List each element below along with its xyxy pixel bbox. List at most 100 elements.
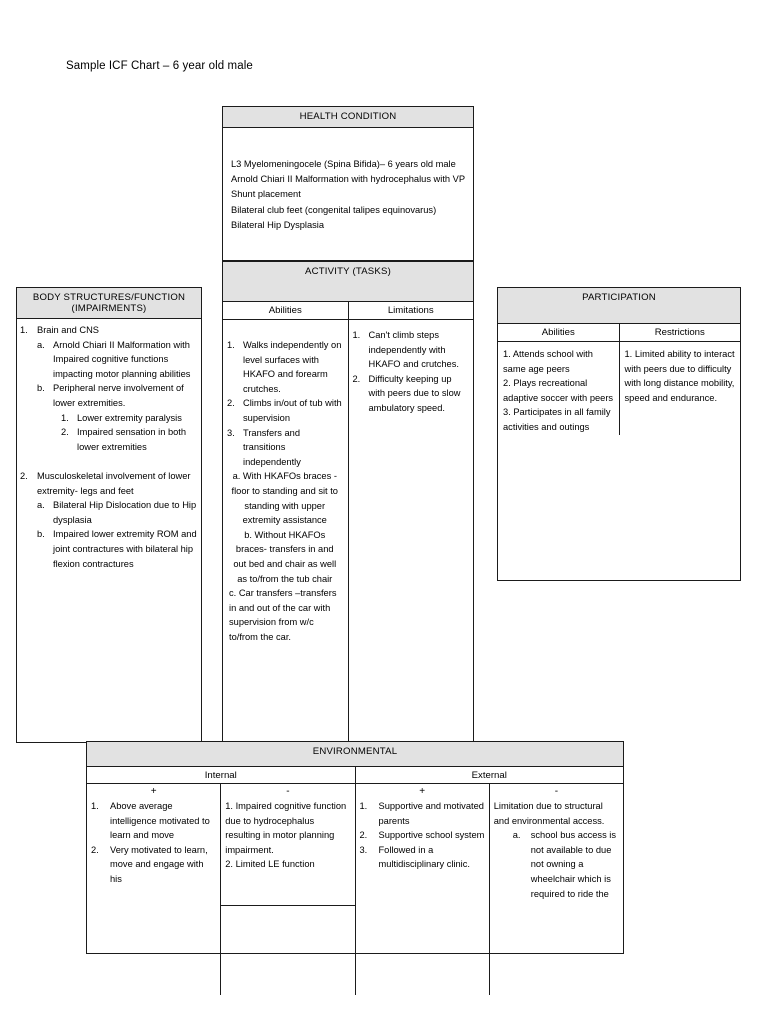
list-marker: 1.: [352, 330, 361, 340]
health-condition-header: HEALTH CONDITION: [223, 107, 473, 128]
activity-header-label: ACTIVITY (TASKS): [304, 266, 391, 277]
list-item: 2. Climbs in/out of tub with supervision: [227, 396, 343, 425]
environmental-external-header: External: [354, 767, 624, 783]
list-text: school bus access is not available to du…: [530, 830, 617, 899]
list-text: Brain and CNS: [37, 325, 100, 335]
list-item: a. Arnold Chiari II Malformation with Im…: [20, 338, 197, 382]
list-item: 2. Plays recreational adaptive soccer wi…: [503, 378, 614, 403]
environmental-box: ENVIRONMENTAL Internal External + 1. Abo…: [86, 741, 624, 995]
list-text: Transfers and transitions independently: [243, 427, 301, 467]
list-text: Difficulty keeping up with peers due to …: [368, 373, 461, 413]
participation-header: PARTICIPATION: [498, 288, 740, 324]
list-text: Supportive school system: [378, 830, 485, 841]
environmental-header-label: ENVIRONMENTAL: [312, 746, 398, 757]
environmental-columns: + 1. Above average intelligence motivate…: [87, 784, 623, 995]
activity-abilities-column: 1. Walks independently on level surfaces…: [223, 320, 348, 800]
list-text: Lower extremity paralysis: [77, 412, 182, 423]
list-item: 1. Impaired cognitive function due to hy…: [225, 801, 347, 855]
environmental-group-headers: Internal External: [87, 767, 623, 784]
list-item: b. Impaired lower extremity ROM and join…: [20, 527, 197, 571]
spacer: [20, 454, 197, 469]
list-item: 3. Participates in all family activities…: [503, 407, 611, 432]
activity-columns: 1. Walks independently on level surfaces…: [223, 320, 473, 800]
activity-column-headers: Abilities Limitations: [223, 302, 473, 320]
participation-restrictions-column: 1. Limited ability to interact with peer…: [618, 342, 741, 435]
sign-label-negative: -: [286, 786, 290, 797]
health-condition-line: Bilateral Hip Dysplasia: [231, 219, 325, 230]
list-item: 2. Musculoskeletal involvement of lower …: [20, 469, 197, 498]
body-structures-header: BODY STRUCTURES/FUNCTION (IMPAIRMENTS): [17, 288, 201, 319]
sign-label-positive: +: [150, 786, 157, 797]
list-text: Impaired lower extremity ROM and joint c…: [53, 529, 197, 569]
health-condition-header-label: HEALTH CONDITION: [299, 111, 397, 122]
sign-label-positive: +: [419, 786, 426, 797]
list-text: Bilateral Hip Dislocation due to Hip dys…: [53, 500, 197, 525]
list-text: Can't climb steps independently with HKA…: [368, 330, 459, 370]
list-marker: b.: [37, 383, 45, 394]
participation-header-label: PARTICIPATION: [582, 292, 656, 303]
list-item: 2. Supportive school system: [360, 828, 485, 843]
participation-abilities-header: Abilities: [541, 327, 575, 338]
activity-limitations-column: 1. Can't climb steps independently with …: [347, 320, 474, 800]
list-marker: 2.: [91, 844, 99, 855]
list-item: c. Car transfers –transfers in and out o…: [229, 588, 337, 642]
list-text: Followed in a multidisciplinary clinic.: [378, 844, 470, 870]
environmental-internal-negative-column: - 1. Impaired cognitive function due to …: [220, 784, 355, 995]
list-item: 1. Attends school with same age peers: [503, 349, 593, 374]
environmental-internal-negative-list: 1. Impaired cognitive function due to hy…: [221, 798, 355, 906]
list-item: 1. Supportive and motivated parents: [360, 799, 485, 828]
health-condition-line: L3 Myelomeningocele (Spina Bifida)– 6 ye…: [231, 159, 456, 169]
list-marker: 2.: [359, 830, 368, 841]
environmental-external-positive-column: + 1. Supportive and motivated parents 2.…: [354, 784, 489, 995]
list-item: b. Without HKAFOs braces- transfers in a…: [233, 529, 337, 584]
list-item: b. Peripheral nerve involvement of lower…: [20, 381, 197, 410]
environmental-header: ENVIRONMENTAL: [87, 742, 623, 767]
list-text: Arnold Chiari II Malformation with Impai…: [53, 339, 191, 379]
environmental-external-positive-list: 1. Supportive and motivated parents 2. S…: [356, 798, 489, 872]
list-item: 3. Followed in a multidisciplinary clini…: [360, 843, 485, 872]
list-item: 1. Lower extremity paralysis: [20, 411, 197, 426]
list-text: Very motivated to learn, move and engage…: [110, 844, 208, 884]
list-text: Walks independently on level surfaces wi…: [243, 340, 342, 394]
list-marker: 1.: [91, 801, 99, 811]
list-marker: 2.: [61, 427, 69, 438]
list-marker: 2.: [20, 470, 28, 481]
health-condition-line: Bilateral club feet (congenital talipes …: [231, 204, 437, 215]
list-item: 2. Difficulty keeping up with peers due …: [353, 372, 469, 416]
list-marker: 2.: [227, 398, 235, 409]
list-marker: a.: [37, 500, 45, 511]
health-condition-line: Shunt placement: [231, 189, 301, 200]
list-marker: b.: [37, 529, 45, 540]
list-marker: 1.: [20, 325, 28, 335]
sign-label-negative: -: [554, 786, 559, 797]
list-text: Musculoskeletal involvement of lower ext…: [37, 470, 191, 496]
list-marker: 1.: [227, 340, 235, 350]
activity-abilities-header: Abilities: [268, 305, 302, 316]
participation-columns: 1. Attends school with same age peers 2.…: [498, 342, 740, 435]
environmental-external-negative-list: Limitation due to structural and environ…: [490, 798, 623, 901]
list-text: Above average intelligence motivated to …: [110, 801, 210, 841]
environmental-internal-header: Internal: [204, 770, 237, 781]
list-marker: 1.: [359, 801, 368, 811]
list-item: 3. Transfers and transitions independent…: [227, 426, 343, 470]
environmental-external-negative-column: - Limitation due to structural and envir…: [488, 784, 623, 995]
participation-column-headers: Abilities Restrictions: [498, 324, 740, 342]
list-marker: a.: [37, 339, 45, 350]
list-marker: 1.: [61, 412, 69, 423]
participation-abilities-column: 1. Attends school with same age peers 2.…: [498, 342, 619, 435]
environmental-internal-positive-column: + 1. Above average intelligence motivate…: [87, 784, 220, 995]
participation-restrictions-header: Restrictions: [618, 324, 741, 341]
page-title: Sample ICF Chart – 6 year old male: [66, 60, 253, 72]
list-item: 1. Brain and CNS: [20, 323, 197, 338]
list-marker: 2.: [352, 373, 361, 384]
body-structures-box: BODY STRUCTURES/FUNCTION (IMPAIRMENTS) 1…: [16, 287, 202, 743]
health-condition-box: HEALTH CONDITION L3 Myelomeningocele (Sp…: [222, 106, 474, 261]
list-marker: 3.: [227, 427, 235, 438]
body-structures-body: 1. Brain and CNS a. Arnold Chiari II Mal…: [17, 319, 201, 571]
health-condition-body: L3 Myelomeningocele (Spina Bifida)– 6 ye…: [223, 128, 473, 233]
list-item: a. Bilateral Hip Dislocation due to Hip …: [20, 498, 197, 527]
list-item: 2. Impaired sensation in both lower extr…: [20, 425, 197, 454]
activity-header: ACTIVITY (TASKS): [223, 262, 473, 302]
list-item: 1. Can't climb steps independently with …: [353, 328, 469, 372]
environmental-internal-positive-list: 1. Above average intelligence motivated …: [87, 798, 220, 887]
